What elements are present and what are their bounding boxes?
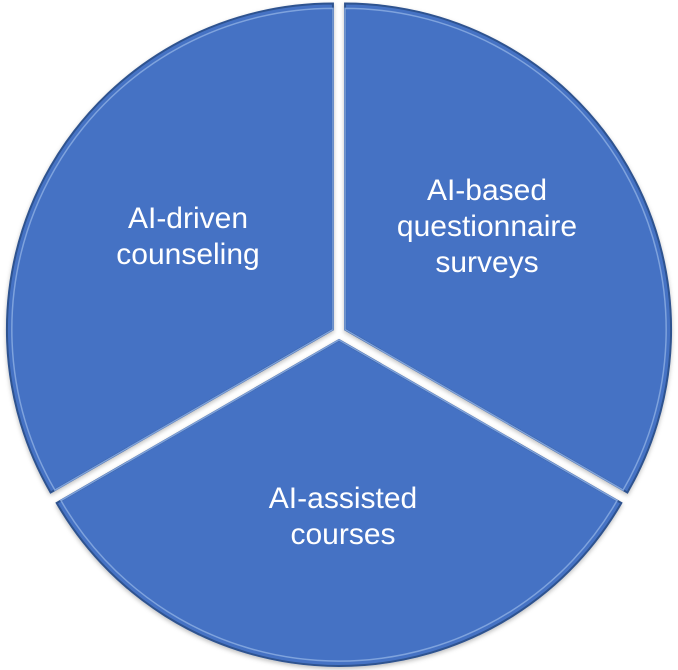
segment-ai-based-surveys: [344, 2, 672, 494]
segment-ai-driven-counseling: [6, 2, 334, 494]
segment-ai-based-surveys-label-line: questionnaire: [397, 210, 577, 243]
segment-ai-driven-counseling-label-line: counseling: [116, 238, 259, 271]
segment-ai-based-surveys-bevel: [344, 7, 667, 492]
segment-ai-assisted-courses-label-line: AI-assisted: [269, 482, 417, 515]
segment-ai-based-surveys-label-line: AI-based: [427, 174, 547, 207]
segment-ai-driven-counseling-bevel: [11, 7, 334, 492]
segment-ai-driven-counseling-label-line: AI-driven: [128, 202, 248, 235]
segment-ai-assisted-courses-bevel: [59, 339, 619, 662]
segment-ai-assisted-courses-label-line: courses: [290, 518, 395, 551]
segment-ai-based-surveys-label-line: surveys: [435, 246, 538, 279]
